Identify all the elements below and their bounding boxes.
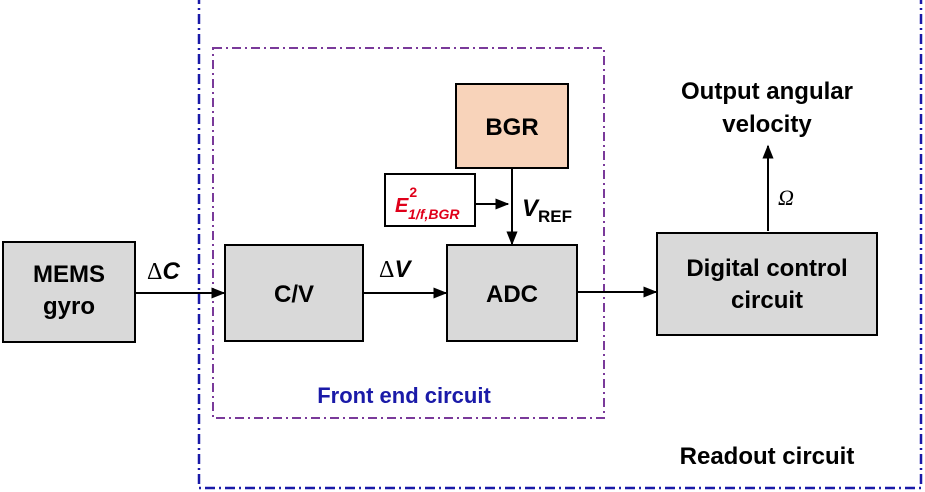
mems-gyro-block [2,241,136,343]
delta-c-variable: C [162,258,180,285]
readout-label: Readout circuit [680,443,855,470]
vref-label: VREF [522,195,572,226]
bgr-block [455,83,569,169]
output-label-line1: Output angular [681,78,853,105]
mems-gyro-label-line2: gyro [43,293,95,320]
delta-v-symbol: Δ [379,257,394,283]
noise-source-label: E2 1/f,BGR [395,184,460,222]
delta-v-label: ΔV [379,256,412,283]
front-end-label: Front end circuit [317,383,491,408]
noise-subscript: 1/f,BGR [408,206,460,222]
delta-c-label: ΔC [147,258,180,285]
readout-circuit-boundary [197,0,923,490]
omega-label: Ω [778,185,794,210]
noise-main: E [395,195,409,217]
delta-v-variable: V [394,256,412,283]
front-end-circuit-boundary [212,47,605,419]
digital-control-label-line2: circuit [731,287,803,314]
adc-label: ADC [486,281,538,308]
digital-control-label-line1: Digital control [686,255,847,282]
vref-main: V [522,195,540,222]
delta-c-symbol: Δ [147,259,162,285]
cv-label: C/V [274,281,314,308]
output-label-line2: velocity [722,111,812,138]
bgr-label: BGR [485,114,538,141]
noise-superscript: 2 [409,184,417,200]
vref-subscript: REF [538,207,572,226]
noise-source-box [384,173,476,227]
mems-gyro-label-line1: MEMS [33,261,105,288]
digital-control-block [656,232,878,336]
